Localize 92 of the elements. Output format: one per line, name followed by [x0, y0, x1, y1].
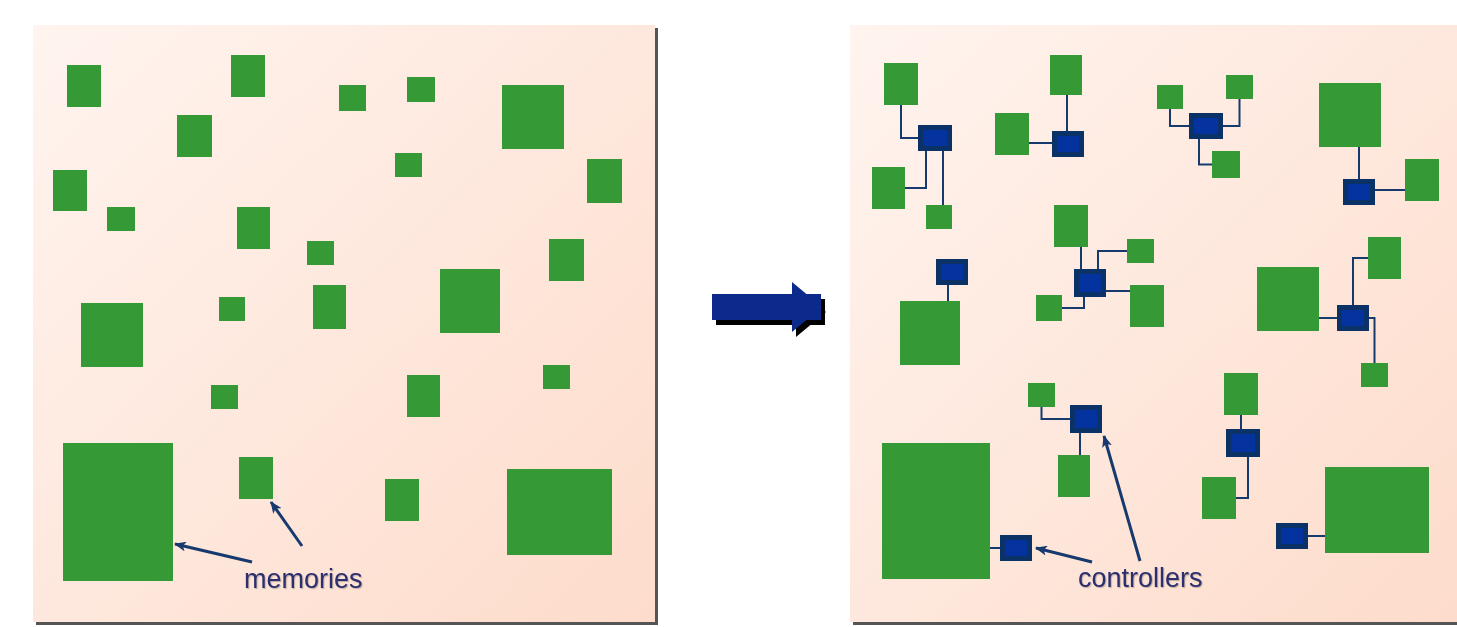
callout-label: controllers [1078, 562, 1203, 595]
leader-arrow [1102, 435, 1142, 562]
panel [33, 25, 655, 622]
memory-block [1226, 75, 1253, 99]
connector-line [1358, 146, 1360, 180]
memory-block [884, 63, 918, 105]
memory-block [502, 85, 564, 149]
connector-line [1307, 535, 1326, 537]
controller-box [1337, 305, 1369, 331]
leader-arrow [269, 501, 304, 547]
connector-line [1352, 257, 1369, 306]
controller-box [1226, 429, 1260, 457]
memory-block [407, 77, 435, 102]
callout-label: memories [244, 563, 363, 596]
memory-block [67, 65, 101, 107]
memory-block [395, 153, 422, 177]
connector-line [1097, 250, 1128, 270]
connector-line [904, 150, 927, 189]
memory-block [587, 159, 622, 203]
memory-block [53, 170, 87, 211]
memory-block [339, 85, 366, 111]
connector-line [1079, 432, 1081, 456]
memory-block [81, 303, 143, 367]
connector-line [1080, 246, 1082, 270]
controller-box [1343, 179, 1375, 205]
memory-block [1202, 477, 1236, 519]
connector-line [1222, 98, 1241, 127]
memory-block [926, 205, 952, 229]
memory-block [1054, 205, 1088, 247]
memory-block [1028, 383, 1055, 407]
connector-line [1169, 108, 1190, 127]
memory-block [1257, 267, 1319, 331]
memory-block [1405, 159, 1439, 201]
connector-line [1105, 290, 1131, 292]
controller-box [1276, 523, 1308, 549]
leader-arrow [174, 541, 253, 564]
memory-block [1212, 151, 1240, 178]
connector-line [1198, 138, 1213, 166]
memory-block [1127, 239, 1154, 263]
memory-block [1058, 455, 1090, 497]
memory-block [995, 113, 1029, 155]
memory-block [872, 167, 905, 209]
memory-block [239, 457, 273, 499]
memory-block [1325, 467, 1429, 553]
memory-block [507, 469, 612, 555]
memory-block [1130, 285, 1164, 327]
memory-block [407, 375, 440, 417]
connector-line [942, 150, 944, 206]
memory-block [1036, 295, 1062, 321]
memory-block [1361, 363, 1388, 387]
memory-block [1319, 83, 1381, 147]
connector-line [1240, 414, 1242, 430]
memory-block [882, 443, 990, 579]
connector-line [1066, 94, 1068, 132]
memory-block [1368, 237, 1401, 279]
memory-block [440, 269, 500, 333]
memory-block [313, 285, 346, 329]
controller-box [936, 259, 968, 285]
controller-box [1189, 113, 1223, 139]
memory-block [63, 443, 173, 581]
memory-block [177, 115, 212, 157]
connector-line [947, 284, 949, 302]
controller-box [1074, 269, 1106, 297]
memory-block [219, 297, 245, 321]
memory-block [900, 301, 960, 365]
memory-block [237, 207, 270, 249]
block-arrow [712, 282, 822, 332]
controller-box [918, 125, 952, 151]
memory-block [231, 55, 265, 97]
controller-box [1052, 131, 1084, 157]
connector-line [1318, 317, 1338, 319]
memory-block [1224, 373, 1258, 415]
connector-line [1235, 456, 1249, 499]
connector-line [1374, 189, 1406, 191]
memory-block [549, 239, 584, 281]
memory-block [307, 241, 334, 265]
controller-box [1070, 405, 1102, 433]
panel [850, 25, 1457, 622]
connector-line [989, 547, 1001, 549]
connector-line [900, 104, 919, 139]
connector-line [1040, 406, 1071, 420]
memory-block [1157, 85, 1183, 109]
memory-block [385, 479, 419, 521]
connector-line [1061, 296, 1085, 309]
controller-box [1000, 535, 1032, 561]
connector-line [1368, 317, 1376, 364]
memory-block [107, 207, 135, 231]
memory-block [1050, 55, 1082, 95]
leader-arrow [1035, 545, 1093, 564]
memory-block [543, 365, 570, 389]
connector-line [1028, 142, 1053, 144]
memory-block [211, 385, 238, 409]
